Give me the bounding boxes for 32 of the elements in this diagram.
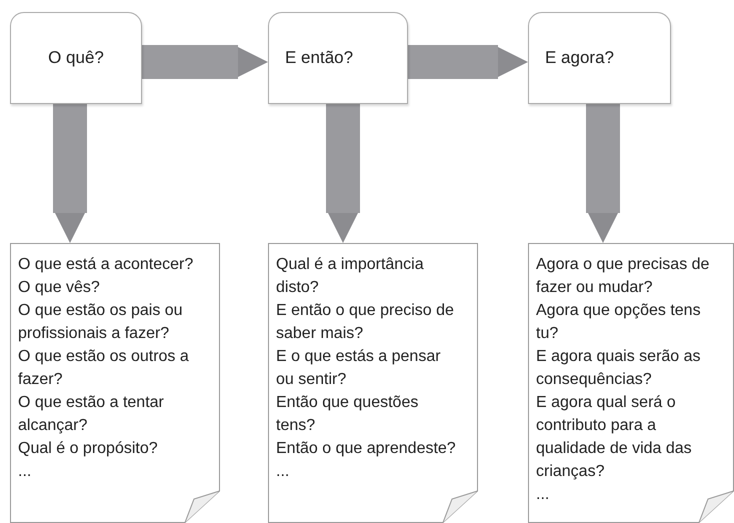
question-text: ... (18, 462, 32, 482)
question-text: ... (536, 485, 550, 505)
question-text: E agora qual será o contributo para a qualidade de vida das crianças? (536, 393, 693, 482)
question-text: Qual é a importância disto? (276, 255, 425, 298)
question-text: Agora o que precisas de fazer ou mudar? (536, 255, 710, 298)
question-text: O que vês? (18, 278, 101, 298)
stage-box (528, 12, 671, 104)
stage-label: E então? (285, 48, 354, 68)
question-text: Qual é o propósito? (18, 439, 159, 459)
stage-label: E agora? (545, 48, 614, 68)
question-text: E o que estás a pensar ou sentir? (276, 347, 442, 390)
question-text: O que está a acontecer? (18, 255, 194, 275)
stage-box (268, 12, 408, 104)
stage-label: O quê? (48, 48, 104, 68)
question-text: O que estão a tentar alcançar? (18, 393, 165, 436)
question-document (10, 243, 220, 523)
question-text: E então o que preciso de saber mais? (276, 301, 455, 344)
question-text: E agora quais serão as consequências? (536, 347, 702, 390)
question-text: Então o que aprendeste? (276, 439, 456, 459)
block-arrow (53, 104, 87, 243)
question-text: Agora que opções tens tu? (536, 301, 702, 344)
block-arrow (408, 45, 528, 79)
question-text: Então que questões tens? (276, 393, 420, 436)
question-document (528, 243, 734, 523)
block-arrow (326, 104, 360, 243)
question-text: O que estão os pais ou profissionais a fazer? (18, 301, 184, 344)
question-document (268, 243, 478, 523)
stage-box (10, 12, 142, 104)
question-text: ... (276, 462, 290, 482)
block-arrow (142, 45, 268, 79)
block-arrow (586, 104, 620, 243)
question-text: O que estão os outros a fazer? (18, 347, 190, 390)
